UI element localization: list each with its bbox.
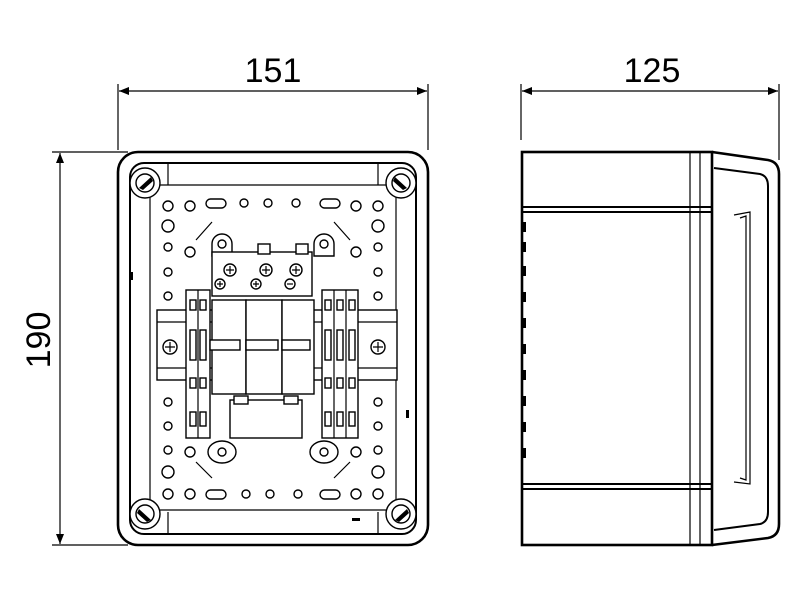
screw-slot-icon: [137, 509, 151, 522]
corner-screw-bottom-left: [129, 498, 161, 530]
front-frame-notches: [167, 163, 379, 534]
terminal-block-left: [185, 289, 211, 439]
corner-screw-bottom-right: [385, 498, 417, 530]
side-hinge: [733, 211, 751, 485]
bottom-marker: [352, 518, 360, 521]
screw-slot-icon: [393, 177, 407, 190]
terminal-block-right: [321, 289, 359, 439]
enclosure-front-view: [116, 150, 430, 547]
width-label: 151: [245, 52, 302, 90]
switch-disconnector: [209, 243, 315, 439]
side-edge-ticks: [522, 222, 526, 458]
side-marker: [406, 410, 409, 418]
enclosure-side-view: [520, 150, 781, 547]
corner-screw-top-right: [385, 167, 417, 199]
height-label: 190: [20, 312, 58, 369]
corner-screw-top-left: [129, 167, 161, 199]
mounting-holes: [161, 198, 385, 500]
height-dimension: 190: [20, 151, 128, 546]
side-marker: [130, 272, 133, 280]
front-outer-frame: [116, 150, 430, 547]
mounting-slots: [195, 198, 351, 500]
side-lid: [711, 150, 781, 547]
depth-label: 125: [624, 52, 681, 90]
depth-dimension: 125: [520, 52, 780, 160]
screw-slot-icon: [139, 177, 153, 190]
width-dimension: 151: [117, 52, 429, 150]
side-body: [520, 150, 714, 547]
side-lid-inner: [713, 167, 769, 531]
front-inner-frame: [129, 162, 417, 535]
keyhole-mounts: [207, 233, 339, 464]
screw-slot-icon: [395, 509, 409, 522]
